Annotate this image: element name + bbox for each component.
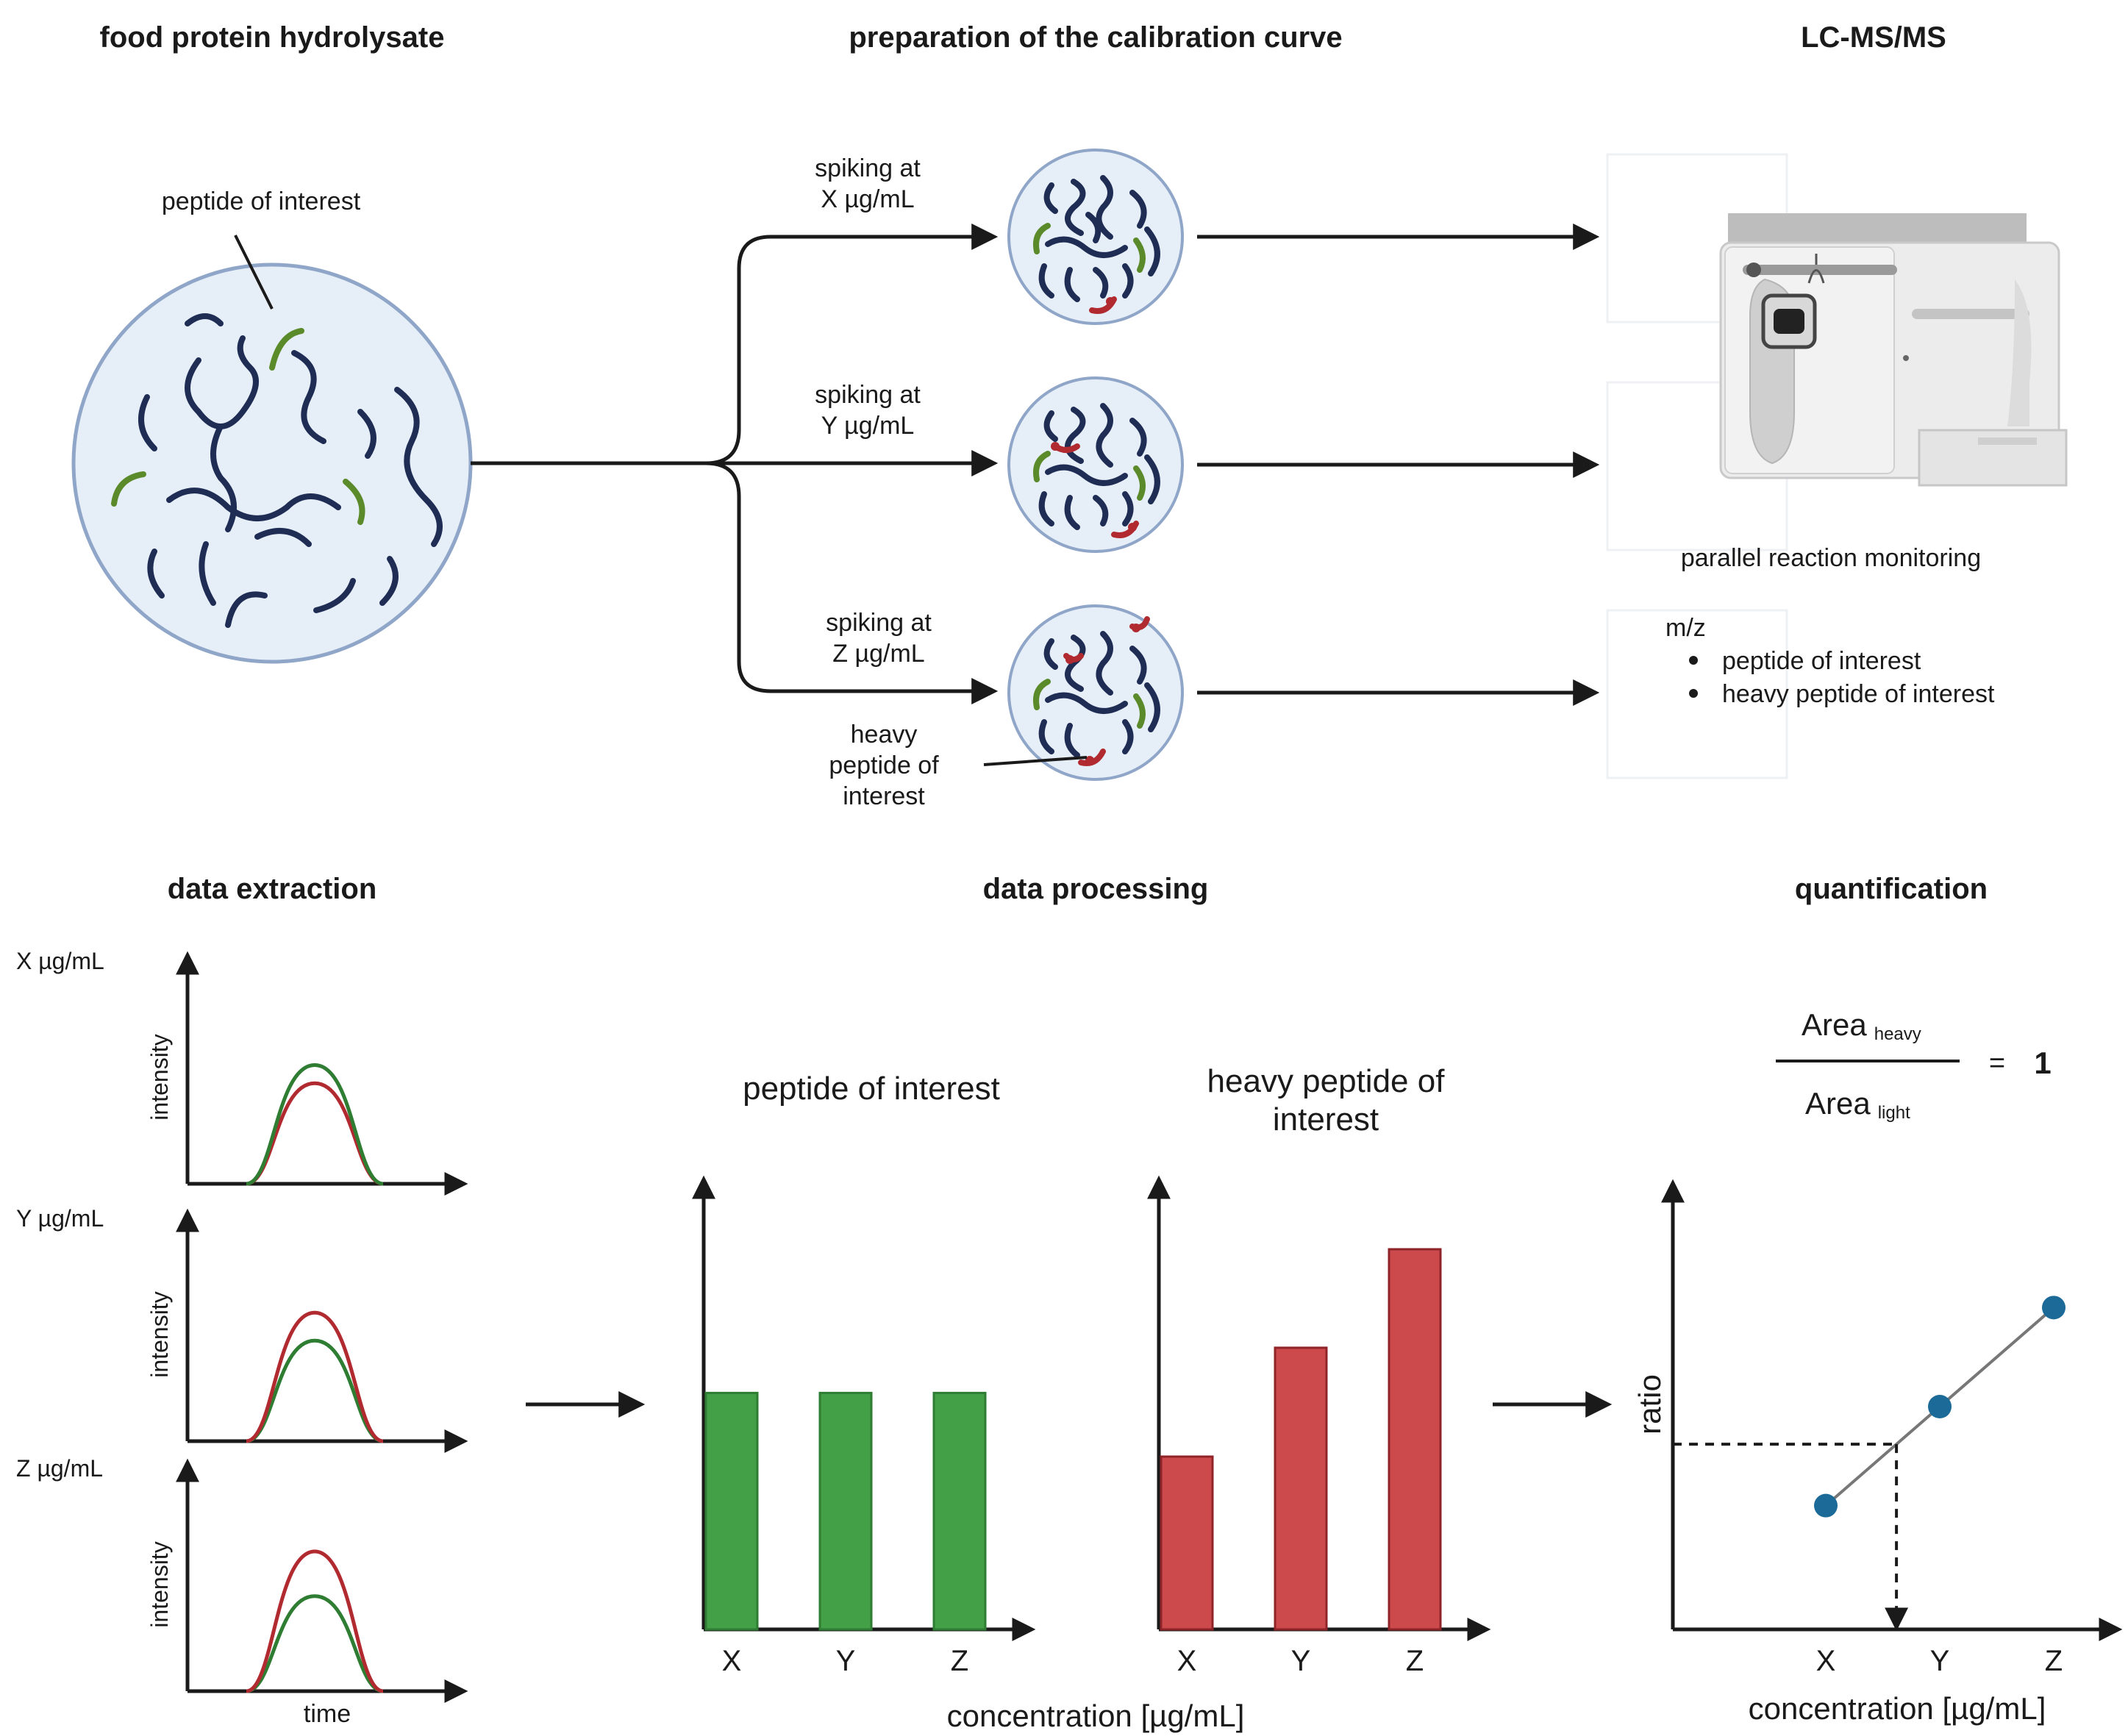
tick-label-Y: Y xyxy=(1930,1645,1950,1677)
peak-light xyxy=(246,1594,384,1693)
point-Y xyxy=(1928,1395,1952,1418)
tick-label-Z: Z xyxy=(951,1645,968,1677)
heavy-callout-line xyxy=(983,756,1088,766)
svg-text:Y µg/mL: Y µg/mL xyxy=(821,412,915,440)
tick-label-Y: Y xyxy=(836,1645,856,1677)
mz-label: m/z xyxy=(1665,614,1706,642)
concentration-label: Z µg/mL xyxy=(16,1455,103,1482)
sample-z xyxy=(1007,604,1184,781)
peak-light xyxy=(246,1338,384,1443)
title-extraction: data extraction xyxy=(168,873,377,905)
bar-Y xyxy=(1274,1346,1328,1631)
processing-xlabel: concentration [µg/mL] xyxy=(947,1699,1245,1733)
svg-text:interest: interest xyxy=(843,782,925,810)
svg-text:X µg/mL: X µg/mL xyxy=(821,185,914,213)
tick-label-X: X xyxy=(1177,1645,1197,1677)
tick-label-X: X xyxy=(1816,1645,1836,1677)
heavy-chart-title-line1: heavy peptide of xyxy=(1207,1063,1446,1099)
point-X xyxy=(1814,1493,1838,1518)
svg-text:Z µg/mL: Z µg/mL xyxy=(832,640,924,668)
peak-light xyxy=(246,1062,384,1186)
spiking-label-x: spiking at X µg/mL xyxy=(815,154,921,213)
spiking-label-z: spiking at Z µg/mL xyxy=(826,609,932,668)
prm-label: parallel reaction monitoring xyxy=(1681,544,1981,572)
tick-label-X: X xyxy=(722,1645,742,1677)
sample-y xyxy=(1007,376,1184,553)
tick-label-Z: Z xyxy=(2045,1645,2063,1677)
title-processing: data processing xyxy=(983,873,1209,905)
formula-equals: = xyxy=(1989,1048,2005,1079)
extraction-panel-1: X µg/mL intensity xyxy=(16,948,468,1196)
bullet-peptide: peptide of interest xyxy=(1722,647,1921,675)
heavy-chart-title-line2: interest xyxy=(1273,1101,1379,1137)
hydrolysate-circle: peptide of interest xyxy=(71,187,473,664)
bullet-heavy-peptide: heavy peptide of interest xyxy=(1722,680,1995,708)
title-hydrolysate: food protein hydrolysate xyxy=(100,21,445,54)
tick-label-Z: Z xyxy=(1406,1645,1424,1677)
bar-Y xyxy=(818,1391,873,1631)
green-peptides xyxy=(111,328,365,525)
svg-text:heavy: heavy xyxy=(851,721,918,749)
title-lcms: LC-MS/MS xyxy=(1801,21,1946,54)
bullet-1 xyxy=(1689,656,1698,665)
bar-Z xyxy=(932,1391,987,1631)
svg-text:spiking at: spiking at xyxy=(826,609,932,637)
callout-peptide-of-interest: peptide of interest xyxy=(162,187,361,215)
extraction-panel-3: Z µg/mL intensity xyxy=(16,1455,468,1703)
calibration-curve-chart: X Y Z xyxy=(1661,1179,2123,1677)
sample-x xyxy=(1007,149,1184,325)
bar-X xyxy=(1160,1455,1214,1631)
light-chart-title: peptide of interest xyxy=(743,1071,1000,1107)
sample-circle xyxy=(71,262,473,664)
instrument-arrows xyxy=(1197,224,1600,706)
heavy-callout-label: heavy peptide of interest xyxy=(829,721,939,810)
title-quantification: quantification xyxy=(1795,873,1988,905)
point-Z xyxy=(2042,1296,2065,1320)
time-label: time xyxy=(304,1700,351,1728)
intensity-label: intensity xyxy=(146,1541,173,1627)
bullet-2 xyxy=(1689,689,1698,698)
svg-text:spiking at: spiking at xyxy=(815,154,921,182)
svg-text:spiking at: spiking at xyxy=(815,381,921,409)
tick-label-Y: Y xyxy=(1291,1645,1311,1677)
peak-heavy xyxy=(246,1310,384,1443)
extraction-panel-2: Y µg/mL intensity xyxy=(16,1205,468,1453)
spiking-label-y: spiking at Y µg/mL xyxy=(815,381,921,440)
peptide-fragments xyxy=(138,313,443,628)
concentration-label: Y µg/mL xyxy=(16,1205,104,1232)
bar-Z xyxy=(1388,1248,1442,1631)
svg-text:peptide of: peptide of xyxy=(829,751,939,779)
mass-spectrometer-icon xyxy=(1719,213,2068,487)
branch-connector xyxy=(471,224,999,704)
peak-heavy xyxy=(246,1081,384,1186)
extraction-panels: X µg/mL intensity Y µg/mL intensity Z µg/mL i… xyxy=(16,948,468,1728)
title-calibration: preparation of the calibration curve xyxy=(849,21,1342,54)
quant-xlabel: concentration [µg/mL] xyxy=(1749,1691,2046,1726)
bar-chart-light: X Y Z xyxy=(692,1175,1036,1677)
bar-chart-heavy: X Y Z xyxy=(1147,1175,1491,1677)
intensity-label: intensity xyxy=(146,1034,173,1120)
intensity-label: intensity xyxy=(146,1291,173,1377)
callout-line xyxy=(234,235,274,310)
peak-heavy xyxy=(246,1549,384,1693)
formula-result: 1 xyxy=(2034,1046,2051,1080)
bar-X xyxy=(704,1391,759,1631)
quant-ylabel: ratio xyxy=(1632,1374,1667,1435)
concentration-label: X µg/mL xyxy=(16,948,104,974)
